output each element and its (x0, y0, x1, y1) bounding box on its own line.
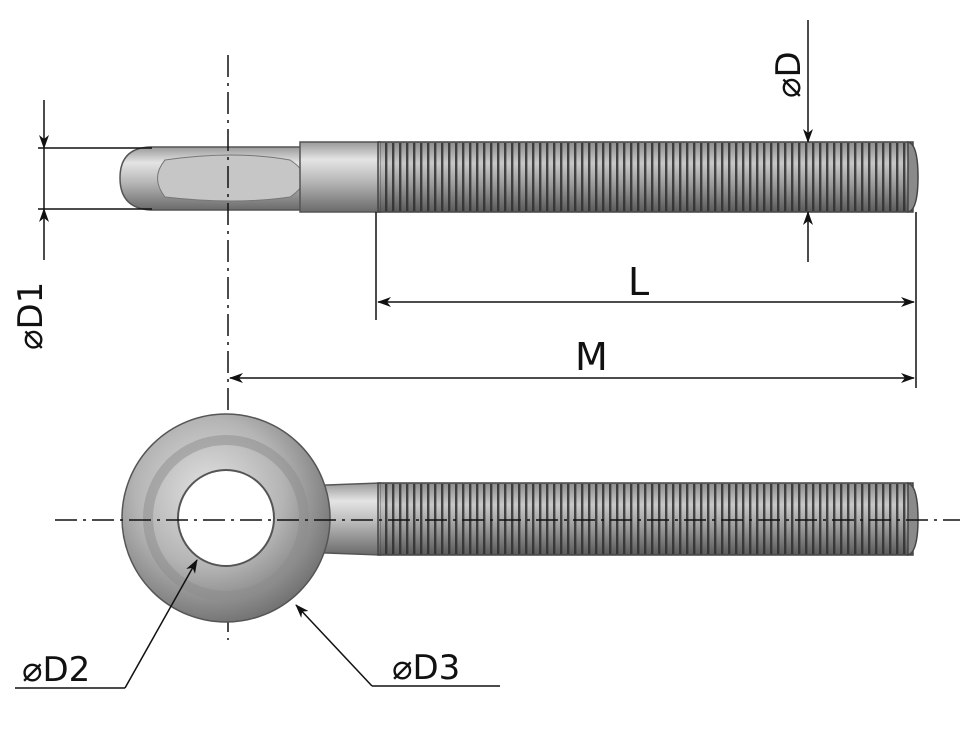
thread-side-tip (907, 141, 919, 213)
leader-d2 (15, 559, 198, 689)
thread-front-grooves (380, 484, 910, 554)
label-d3: ⌀D3 (392, 648, 460, 688)
label-d: ⌀D (769, 51, 809, 98)
shank-neck-side (299, 141, 381, 213)
eye-ring-shade (143, 435, 309, 601)
eye-side-inner (157, 154, 305, 202)
dim-l (375, 212, 917, 388)
label-m: M (575, 335, 608, 379)
dim-d1 (38, 100, 152, 260)
bolt-front-view (121, 413, 919, 623)
bolt-side-view (119, 141, 919, 213)
thread-front-tip (907, 481, 919, 557)
thread-side-grooves (380, 143, 910, 211)
leader-d3 (295, 604, 500, 687)
label-d1: ⌀D1 (11, 282, 51, 350)
label-d2: ⌀D2 (22, 650, 90, 690)
eye-hole (177, 469, 275, 567)
label-l: L (628, 260, 649, 304)
